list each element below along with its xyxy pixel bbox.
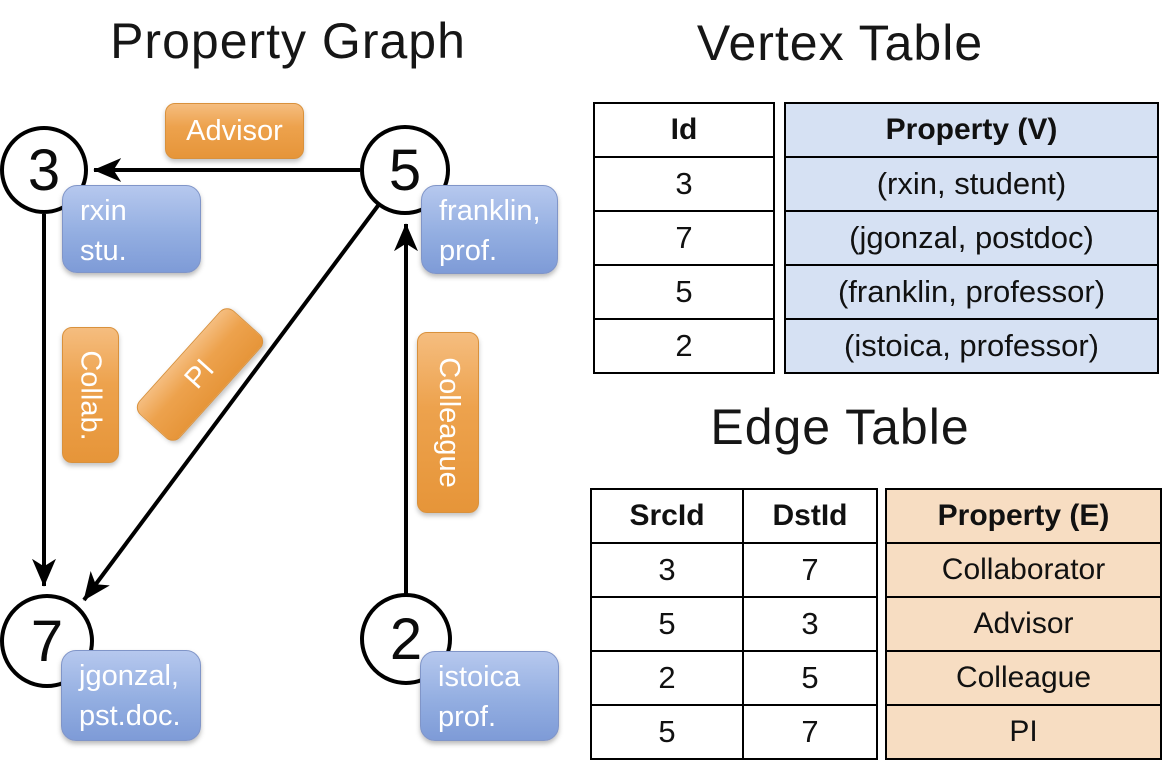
vertex-table: Id 3 7 5 2 Property (V) (rxin, student) … [593,102,1159,374]
node-3-id: 3 [28,138,60,203]
vertex-label-jgonzal-line2: pst.doc. [79,700,181,732]
edge-table-property-column: Property (E) Collaborator Advisor Collea… [885,488,1162,760]
vertex-label-franklin-line2: prof. [439,235,498,267]
vertex-label-istoica-line2: prof. [438,701,497,733]
property-graph-title: Property Graph [110,13,466,69]
vertex-label-franklin-line1: franklin, [439,195,541,227]
edge-table-title: Edge Table [710,399,970,455]
edge-label-colleague: Colleague [417,332,479,513]
edge-table-id-columns: SrcId DstId 3 7 5 3 2 5 5 7 [590,488,878,760]
edge-table-cell: 7 [742,542,876,596]
edge-table-cell: 5 [742,650,876,704]
edge-table-cell: PI [887,704,1160,758]
vertex-label-istoica: istoica prof. [420,651,559,741]
edge-table-header-dstid: DstId [742,490,876,542]
vertex-table-title: Vertex Table [696,15,984,71]
edge-table-cell: Collaborator [887,542,1160,596]
edge-table-cell: Colleague [887,650,1160,704]
edge-table-cell: 7 [742,704,876,758]
edge-table-cell: 5 [592,596,742,650]
vertex-table-id-column: Id 3 7 5 2 [593,102,775,374]
edge-label-advisor-text: Advisor [186,114,283,147]
edge-table: SrcId DstId 3 7 5 3 2 5 5 7 Property (E)… [590,488,1162,760]
edge-table-header-property: Property (E) [937,499,1110,532]
vertex-label-jgonzal-line1: jgonzal, [79,660,179,692]
node-7-id: 7 [31,609,63,674]
edge-5-to-7 [82,201,382,602]
vertex-label-rxin-line2: stu. [80,235,127,267]
edge-label-collab: Collab. [62,327,119,463]
vertex-table-cell: 7 [595,210,773,264]
vertex-table-cell: 2 [595,318,773,372]
vertex-label-rxin: rxin stu. [62,185,201,273]
edge-table-cell: 2 [592,650,742,704]
edge-table-header-srcid: SrcId [629,499,705,532]
edge-table-cell: 3 [742,596,876,650]
edge-table-cell: Advisor [887,596,1160,650]
vertex-table-cell: (rxin, student) [786,156,1157,210]
edge-label-collab-text: Collab. [75,349,107,441]
edge-table-cell: 5 [592,704,742,758]
node-5-id: 5 [389,138,421,203]
vertex-label-jgonzal: jgonzal, pst.doc. [61,650,201,741]
edge-table-cell: 3 [592,542,742,596]
edge-label-advisor: Advisor [165,103,304,159]
vertex-table-property-column: Property (V) (rxin, student) (jgonzal, p… [784,102,1159,374]
vertex-table-header-id: Id [670,113,698,146]
edge-label-pi-text: PI [178,353,221,396]
vertex-label-franklin: franklin, prof. [421,185,558,274]
vertex-table-cell: 3 [595,156,773,210]
vertex-label-rxin-line1: rxin [80,195,127,227]
vertex-label-istoica-line1: istoica [438,661,521,693]
vertex-table-cell: (istoica, professor) [786,318,1157,372]
vertex-table-header-property: Property (V) [885,113,1058,146]
vertex-table-cell: 5 [595,264,773,318]
vertex-table-cell: (franklin, professor) [786,264,1157,318]
edge-label-colleague-text: Colleague [432,357,465,488]
vertex-table-cell: (jgonzal, postdoc) [786,210,1157,264]
node-2-id: 2 [390,607,422,672]
